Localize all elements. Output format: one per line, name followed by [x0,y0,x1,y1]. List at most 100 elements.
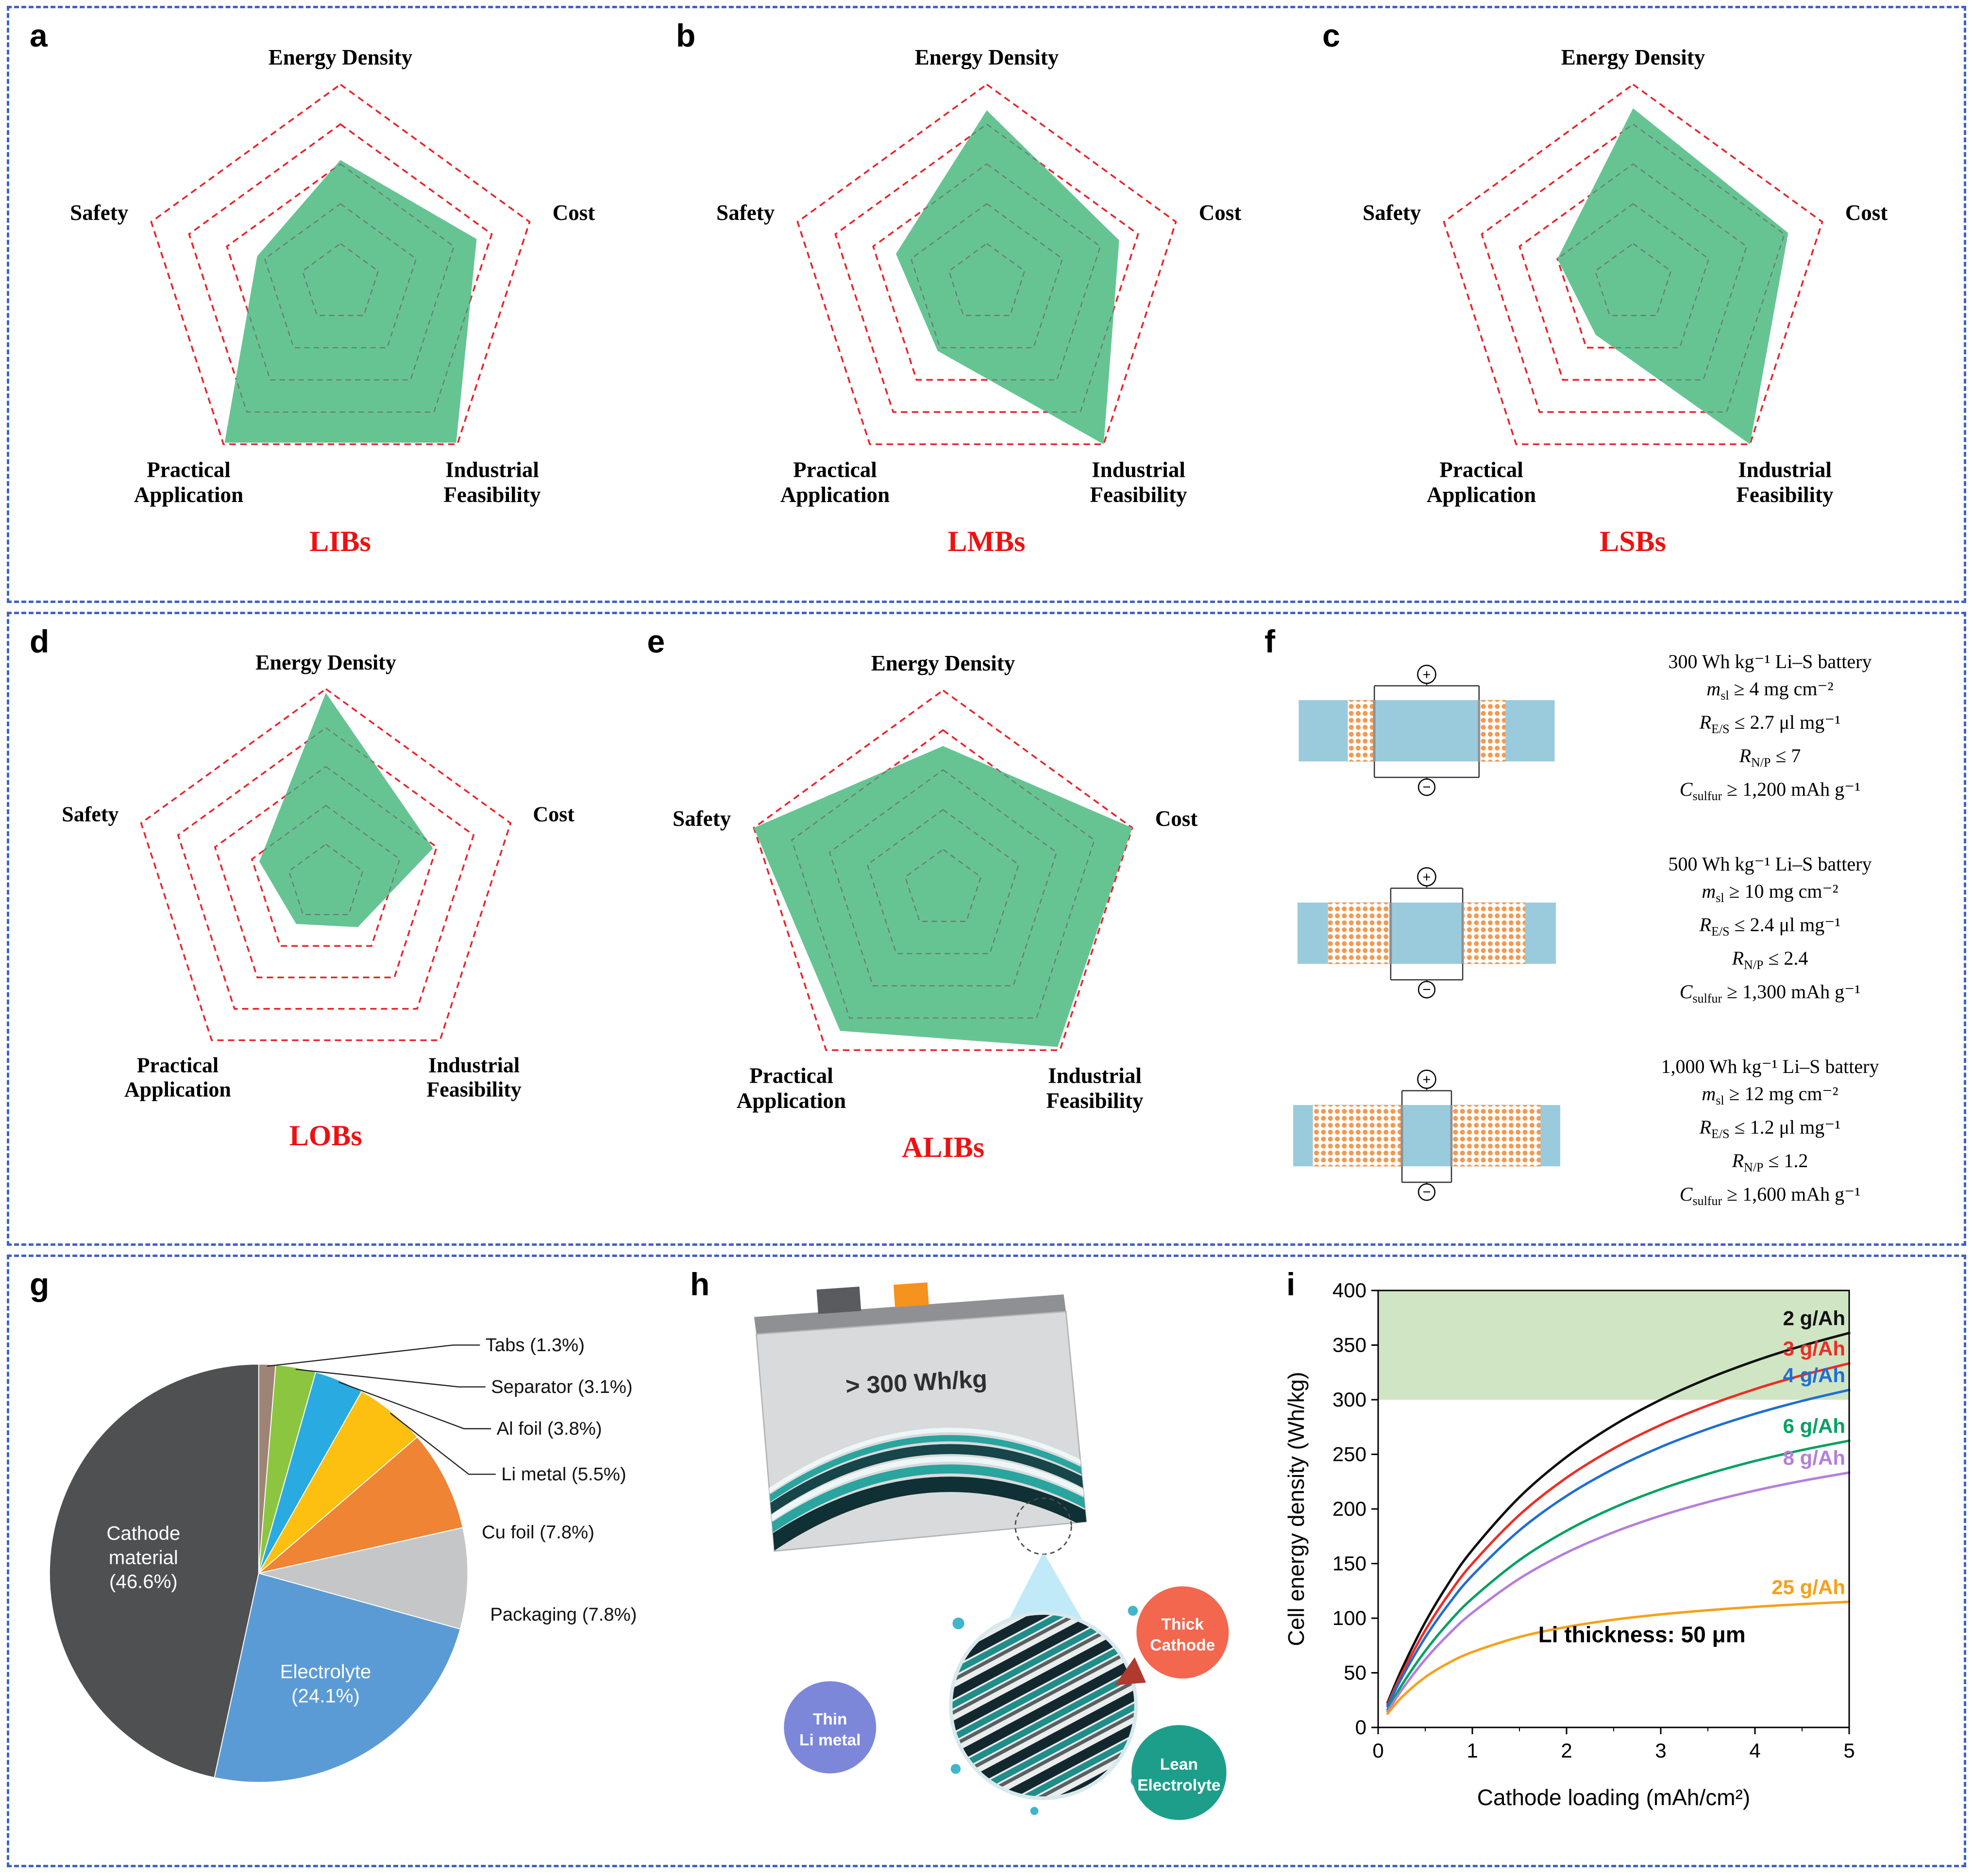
battery-spec-line: RE/S ≤ 2.4 μl mg⁻¹ [1699,913,1841,938]
negative-terminal [1417,1183,1436,1201]
pie-inside-label: (24.1%) [291,1685,360,1707]
positive-terminal [1417,1069,1436,1089]
svg-text:−: − [1423,780,1431,795]
panel-letter-e: e [647,623,665,659]
battery-spec-line: Csulfur ≥ 1,200 mAh g⁻¹ [1679,778,1861,804]
pie-inside-label: material [109,1546,178,1568]
radar-axis-label: Safety [716,201,775,225]
series-label: 3 g/Ah [1783,1337,1845,1360]
pie-slice-packaging [258,1527,469,1630]
battery-spec-line: msl ≥ 12 mg cm⁻² [1702,1082,1838,1107]
series-label: 4 g/Ah [1783,1364,1845,1387]
radar-title-lmbs: LMBs [947,525,1026,558]
battery-spec-title: 500 Wh kg⁻¹ Li–S battery [1668,853,1872,875]
battery-spec-line: Csulfur ≥ 1,300 mAh g⁻¹ [1679,980,1861,1005]
radar-axis-label: Cost [533,802,574,826]
sulfur-cathode-layer [1452,1105,1541,1167]
pie-leader-line [338,1381,491,1429]
bubble-label: Cathode [1150,1637,1215,1655]
y-tick-label: 400 [1332,1279,1366,1302]
separator-layer [1403,1105,1450,1167]
battery-spec-line: RE/S ≤ 1.2 μl mg⁻¹ [1699,1116,1841,1141]
x-tick-label: 5 [1843,1739,1855,1762]
pie-outside-label: Separator (3.1%) [491,1376,632,1397]
pie-leader-line [267,1344,480,1367]
radar-grid-ring [140,687,512,1041]
electrode-layer [1298,700,1348,762]
radar-grid-ring [834,123,1139,413]
series-label: 2 g/Ah [1783,1307,1845,1330]
radar-title-lobs: LOBs [289,1120,362,1152]
pie-leader-line [295,1369,486,1388]
radar-data-polygon [895,110,1119,444]
y-tick-label: 50 [1344,1661,1366,1684]
series-curve [1386,1471,1851,1713]
target-energy-band [1378,1290,1849,1400]
bubble-label: Thick [1162,1616,1204,1634]
x-tick-label: 2 [1561,1739,1572,1762]
radar-axis-label: Energy Density [1561,45,1705,69]
radar-data-polygon [754,746,1132,1047]
panel-letter-b: b [676,17,696,53]
y-tick-label: 350 [1332,1334,1366,1357]
bubble-lean_electrolyte [1131,1725,1227,1820]
radar-axis-label: Safety [1363,201,1421,225]
panel-letter-a: a [30,17,48,53]
pie-outside-label: Li metal (5.5%) [501,1464,626,1485]
panel-letter-d: d [30,623,50,659]
svg-text:−: − [1423,1184,1431,1200]
radar-grid-ring [187,123,493,413]
pouch-layer-stack [761,1427,1087,1551]
section-bottom: g Tabs (1.3%)Separator (3.1%)Al foil (3.… [7,1255,1966,1867]
negative-terminal [1417,981,1436,999]
radar-title-libs: LIBs [309,525,371,558]
li-thickness-annotation: Li thickness: 50 μm [1538,1622,1746,1647]
electrode-layer [1540,1105,1560,1167]
battery-spec-line: RN/P ≤ 1.2 [1732,1149,1808,1174]
radar-axis-label: Safety [70,201,129,225]
pie-outside-label: Tabs (1.3%) [486,1335,585,1356]
panel-letter-g: g [30,1266,50,1302]
electrode-layer [1505,700,1555,762]
current-collector [1461,903,1464,964]
pouch-tab-positive [893,1282,929,1307]
radar-axis-label: Cost [1845,201,1888,225]
electrolyte-droplet [952,1617,964,1629]
panel-letter-h: h [690,1266,710,1302]
radar-title-alibs: ALIBs [902,1131,985,1164]
y-tick-label: 100 [1332,1607,1366,1629]
y-tick-label: 300 [1332,1388,1366,1411]
series-curve [1386,1389,1851,1708]
current-collector [1478,700,1481,762]
electrode-layer [1297,903,1329,964]
series-curve [1386,1362,1851,1706]
svg-text:−: − [1423,982,1431,998]
radar-grid-ring [150,83,531,445]
bubble-label: Thin [813,1710,847,1728]
battery-schematic-1000: +− [1293,1069,1560,1201]
radar-data-polygon [259,693,433,927]
series-label: 25 g/Ah [1771,1575,1845,1598]
x-tick-label: 3 [1655,1739,1666,1762]
pouch-tab-negative [816,1287,861,1314]
current-collector [1450,1105,1453,1167]
positive-terminal [1417,665,1436,685]
panel-letter-c: c [1322,17,1340,53]
panel-letter-i: i [1286,1266,1296,1302]
pie-leader-line [390,1412,496,1475]
bubble-label: Li metal [799,1731,861,1749]
